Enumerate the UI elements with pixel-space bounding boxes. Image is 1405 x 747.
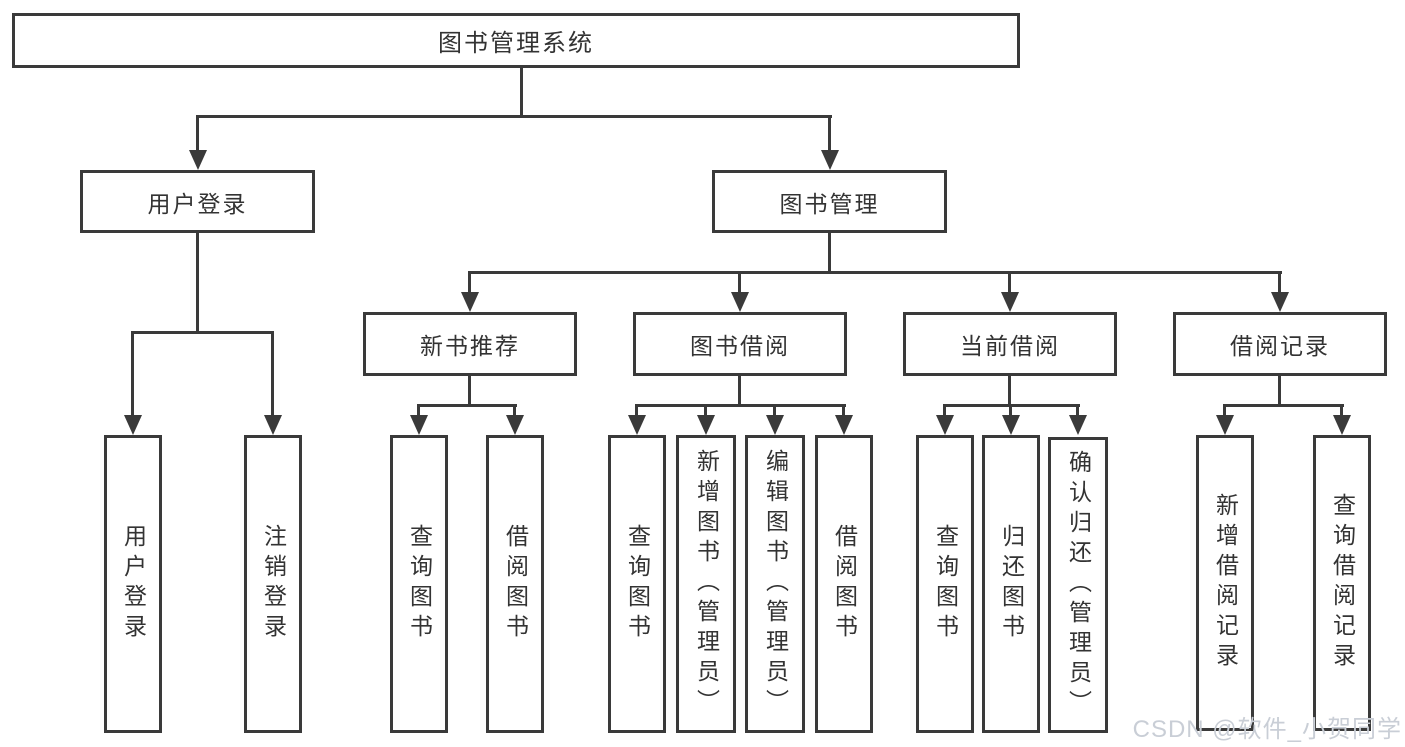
node-borrowing: 图书借阅 bbox=[633, 312, 847, 376]
connector-records-branch bbox=[1223, 404, 1344, 407]
arrow-new-books-query bbox=[417, 404, 420, 415]
connector-new-books-branch bbox=[417, 404, 517, 407]
leaf-records-add: 新增借阅记录 bbox=[1196, 435, 1254, 731]
connector-borrowing-stem bbox=[738, 375, 741, 407]
csdn-watermark: CSDN @软件_小贺同学 bbox=[1132, 716, 1402, 743]
arrow-to-current bbox=[1008, 271, 1011, 292]
arrow-to-logout-leaf bbox=[271, 333, 274, 415]
connector-current-stem bbox=[1008, 375, 1011, 407]
connector-root-branch bbox=[196, 115, 832, 118]
arrow-borrowing-query bbox=[635, 404, 638, 415]
arrow-records-query bbox=[1340, 404, 1343, 415]
connector-records-stem bbox=[1278, 375, 1281, 407]
node-records: 借阅记录 bbox=[1173, 312, 1387, 376]
arrow-to-new-books bbox=[468, 271, 471, 292]
connector-user-login-stem bbox=[196, 233, 199, 334]
node-root: 图书管理系统 bbox=[12, 13, 1020, 68]
arrow-to-login-leaf bbox=[131, 333, 134, 415]
node-new-books: 新书推荐 bbox=[363, 312, 577, 376]
leaf-borrowing-edit: 编辑图书（管理员） bbox=[745, 435, 805, 733]
arrow-to-borrowing bbox=[738, 271, 741, 292]
connector-book-mgmt-branch bbox=[468, 271, 1282, 274]
leaf-current-confirm: 确认归还（管理员） bbox=[1048, 437, 1108, 733]
arrow-borrowing-edit bbox=[773, 404, 776, 415]
leaf-current-return: 归还图书 bbox=[982, 435, 1040, 733]
connector-root-stem bbox=[520, 68, 523, 118]
node-book-mgmt: 图书管理 bbox=[712, 170, 947, 233]
connector-book-mgmt-stem bbox=[828, 233, 831, 274]
leaf-borrowing-add: 新增图书（管理员） bbox=[676, 435, 736, 733]
leaf-user-login: 用户登录 bbox=[104, 435, 162, 733]
arrow-new-books-borrow bbox=[513, 404, 516, 415]
arrow-to-user-login bbox=[196, 115, 199, 150]
leaf-new-books-borrow: 借阅图书 bbox=[486, 435, 544, 733]
leaf-borrowing-query: 查询图书 bbox=[608, 435, 666, 733]
connector-borrowing-branch bbox=[635, 404, 846, 407]
arrow-borrowing-add bbox=[704, 404, 707, 415]
arrow-current-query bbox=[943, 404, 946, 415]
arrow-records-add bbox=[1223, 404, 1226, 415]
connector-new-books-stem bbox=[468, 375, 471, 407]
arrow-to-records bbox=[1278, 271, 1281, 292]
arrow-current-return bbox=[1009, 404, 1012, 415]
node-current: 当前借阅 bbox=[903, 312, 1117, 376]
arrow-to-book-mgmt bbox=[828, 115, 831, 150]
leaf-borrowing-borrow: 借阅图书 bbox=[815, 435, 873, 733]
leaf-logout: 注销登录 bbox=[244, 435, 302, 733]
leaf-new-books-query: 查询图书 bbox=[390, 435, 448, 733]
leaf-records-query: 查询借阅记录 bbox=[1313, 435, 1371, 731]
node-user-login: 用户登录 bbox=[80, 170, 315, 233]
connector-user-login-branch bbox=[131, 331, 274, 334]
leaf-current-query: 查询图书 bbox=[916, 435, 974, 733]
arrow-borrowing-borrow bbox=[842, 404, 845, 415]
arrow-current-confirm bbox=[1076, 404, 1079, 415]
